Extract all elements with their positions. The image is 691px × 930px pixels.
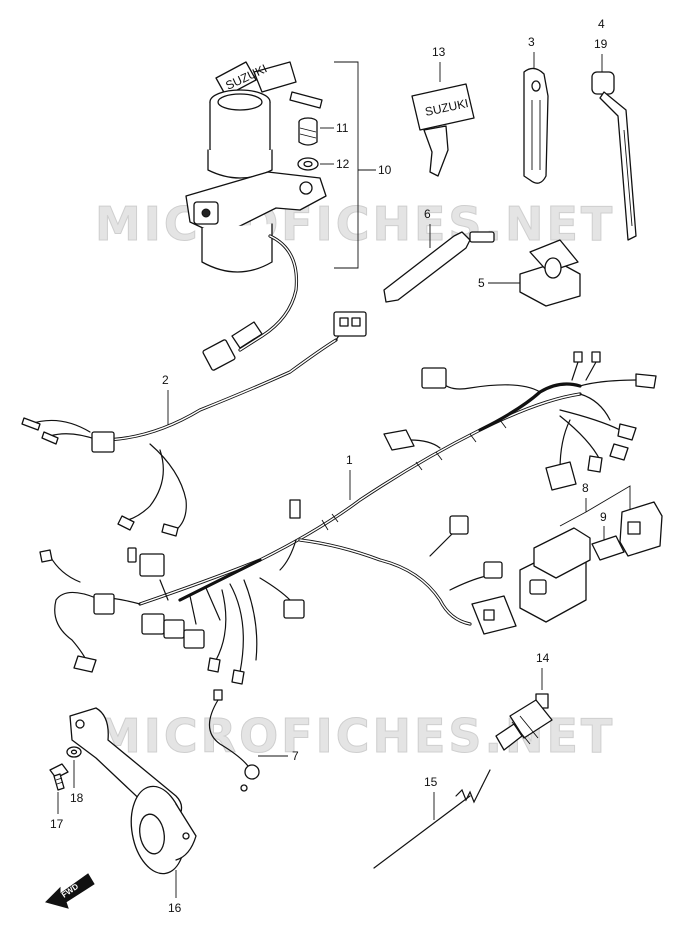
relay-part-8b[interactable] xyxy=(619,501,663,557)
label-7: 7 xyxy=(292,749,299,763)
watermark-top: MICROFICHES.NET xyxy=(95,197,615,251)
lead-wire-part-7[interactable] xyxy=(208,689,260,792)
ignition-switch-assembly[interactable]: SUZUKI xyxy=(185,61,327,371)
label-4: 4 xyxy=(598,17,605,31)
label-18: 18 xyxy=(70,791,84,805)
spring-rod-part-15[interactable] xyxy=(373,769,491,869)
horn-part-16[interactable] xyxy=(69,707,197,878)
label-17: 17 xyxy=(50,817,64,831)
washer-part-12[interactable] xyxy=(297,157,319,171)
clamp-part-6[interactable] xyxy=(383,231,495,303)
label-3: 3 xyxy=(528,35,535,49)
label-16: 16 xyxy=(168,901,182,915)
main-wiring-harness-part-1[interactable] xyxy=(21,311,657,685)
bolt-part-17[interactable] xyxy=(49,763,69,791)
label-5: 5 xyxy=(478,276,485,290)
label-2: 2 xyxy=(162,373,169,387)
label-12: 12 xyxy=(336,157,350,171)
label-13: 13 xyxy=(432,45,446,59)
label-10: 10 xyxy=(378,163,392,177)
label-6: 6 xyxy=(424,207,431,221)
label-19: 19 xyxy=(594,37,608,51)
connector-part-9[interactable] xyxy=(591,535,625,561)
band-clamp-part-3[interactable] xyxy=(523,67,549,184)
washer-part-18[interactable] xyxy=(66,746,82,758)
forward-direction-arrow-icon: FWD xyxy=(45,873,95,909)
label-1: 1 xyxy=(346,453,353,467)
clamp-part-5[interactable] xyxy=(519,239,581,307)
brake-switch-part-14[interactable] xyxy=(495,693,553,751)
relay-part-8[interactable] xyxy=(519,527,591,623)
label-15: 15 xyxy=(424,775,438,789)
cable-tie-part-4[interactable] xyxy=(591,71,637,241)
key-blank-part-13[interactable]: SUZUKI xyxy=(411,83,475,177)
label-11: 11 xyxy=(336,121,349,135)
label-9: 9 xyxy=(600,510,607,524)
label-14: 14 xyxy=(536,651,550,665)
label-8: 8 xyxy=(582,481,589,495)
bolt-part-11[interactable] xyxy=(298,117,318,146)
